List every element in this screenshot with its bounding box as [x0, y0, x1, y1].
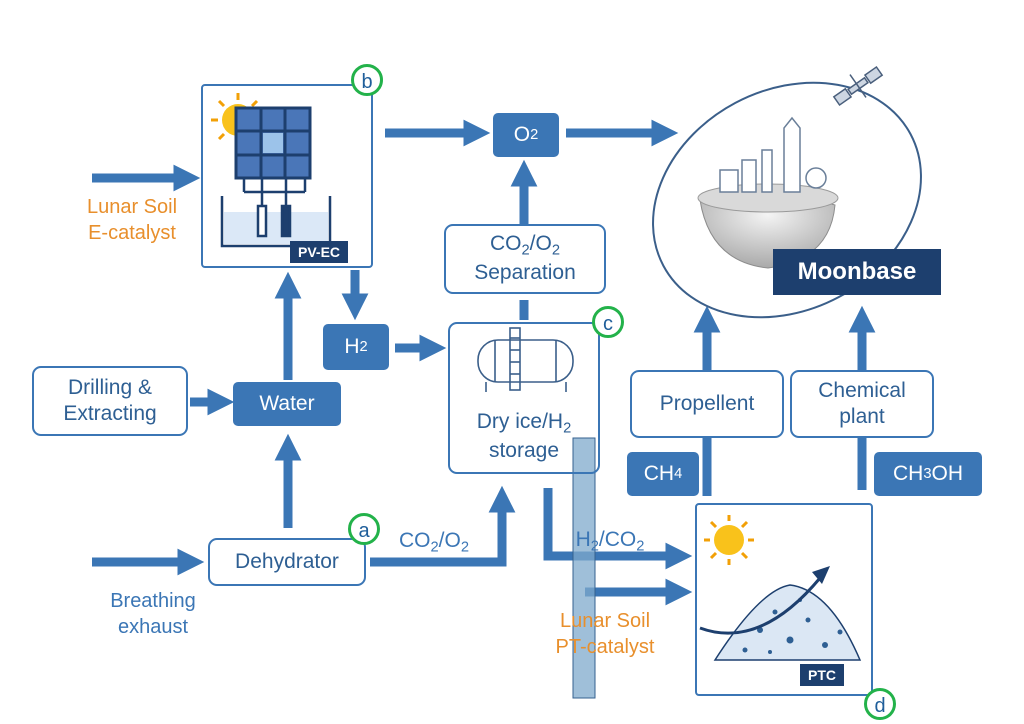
- sun-icon: [704, 515, 754, 565]
- ptc-unit: [695, 503, 873, 696]
- moon-base-icon: [652, 81, 922, 319]
- storage-box: Dry ice/H2 storage: [448, 322, 600, 474]
- h2-co2-flow-label: H2/CO2: [575, 528, 645, 555]
- lunar-soil-e-catalyst-label: Lunar Soil E-catalyst: [86, 196, 178, 244]
- ptc-tag: PTC: [800, 664, 844, 686]
- badge-d: d: [864, 688, 896, 720]
- pv-ec-unit: [201, 84, 373, 268]
- separation-box: CO2/O2 Separation: [444, 224, 606, 294]
- breathing-exhaust-label: Breathing exhaust: [110, 590, 196, 638]
- badge-c: c: [592, 306, 624, 338]
- arrow-storage-to-ptc: [543, 488, 693, 570]
- propellent-box: Propellent: [630, 370, 784, 438]
- solar-panel-icon: [234, 106, 312, 180]
- membrane-bar: [572, 437, 596, 699]
- space-station-icon: [832, 65, 884, 107]
- lunar-soil-pt-catalyst-label: Lunar Soil PT-catalyst: [555, 610, 655, 658]
- drilling-box: Drilling & Extracting: [32, 366, 188, 436]
- pv-ec-tag: PV-EC: [290, 241, 349, 263]
- storage-tank-icon: [477, 327, 574, 392]
- electrolysis-cell-icon: [220, 178, 332, 248]
- water-box: Water: [233, 382, 341, 426]
- badge-b: b: [351, 64, 383, 96]
- dehydrator-box: Dehydrator: [208, 538, 366, 586]
- moonbase-label: Moonbase: [773, 249, 941, 295]
- badge-a: a: [348, 513, 380, 545]
- co2-o2-flow-label: CO2/O2: [398, 529, 469, 556]
- arrow-dehydrator-to-storage: [370, 485, 516, 567]
- chemical-plant-box: Chemical plant: [790, 370, 934, 438]
- catalyst-pile-icon: [699, 566, 862, 661]
